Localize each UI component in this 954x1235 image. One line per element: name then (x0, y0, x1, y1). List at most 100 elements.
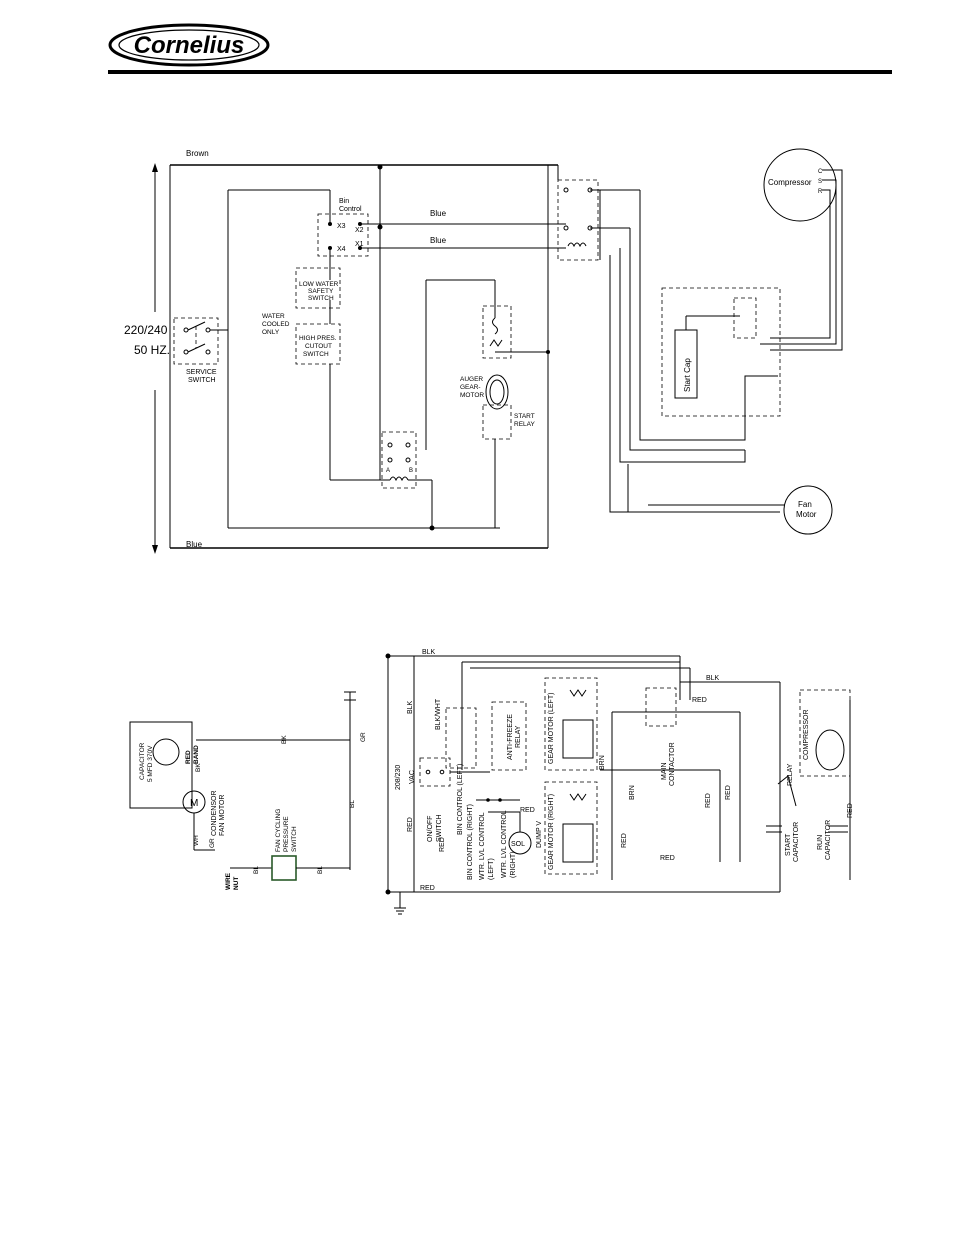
red-label-5: RED (705, 793, 712, 808)
on-off-switch-box (419, 757, 451, 787)
fan-motor-label: Fan Motor (796, 500, 817, 519)
wire-nut-label-2: NUT (233, 877, 240, 890)
gr-label: GR (360, 732, 367, 742)
start-relay-label: START RELAY (514, 413, 536, 428)
wtr-left-label: WTR. LVL CONTROL (479, 812, 486, 880)
wtr-right-label: WTR. LVL CONTROL (501, 810, 508, 878)
red-left-label: RED (407, 817, 414, 832)
high-pres-label: HIGH PRES. CUTOUT SWITCH (299, 335, 338, 358)
contactor-a: A (386, 468, 390, 474)
cond-fan-label: CONDENSOR (211, 790, 218, 836)
gear-left-label: GEAR MOTOR (LEFT) (548, 693, 555, 764)
compressor-label-2: COMPRESSOR (803, 709, 810, 760)
blk-label: BLK (422, 649, 436, 656)
wire-blue-top-label: Blue (430, 209, 447, 218)
gr-label-2: GR (209, 838, 216, 848)
high-pres-switch-box (295, 323, 341, 365)
bl-label: BL (349, 800, 356, 808)
low-water-label: LOW WATER SAFETY SWITCH (299, 281, 340, 302)
fan-cycling-label-3: SWITCH (291, 826, 298, 852)
capacitor-box (129, 721, 193, 809)
contactor-b: B (409, 468, 413, 474)
red-label-sol: RED (520, 807, 535, 814)
relay-symbol (777, 775, 797, 807)
wire-brown-label: Brown (186, 149, 209, 158)
service-switch-label: SERVICE SWITCH (186, 369, 219, 384)
main-contactor-label-2: CONTACTOR (669, 742, 676, 786)
red-label-3: RED (621, 833, 628, 848)
comp-terminal-c: C (818, 169, 823, 175)
on-off-label: ON/OFF (427, 816, 434, 842)
svg-text:Cornelius: Cornelius (134, 32, 245, 59)
red-band-label-2: BAND (193, 745, 200, 764)
fan-motor-symbol (783, 485, 833, 535)
red-label-4: RED (660, 855, 675, 862)
terminal-x3: X3 (337, 223, 346, 230)
blk-wht-label: BLK/WHT (435, 698, 442, 730)
terminal-x2: X2 (355, 227, 364, 234)
run-cap-label-2: CAPACITOR (825, 820, 832, 860)
start-cap-label-3: CAPACITOR (793, 822, 800, 862)
comp-terminal-r: R (818, 189, 823, 195)
bl-label-3: BL (317, 866, 324, 874)
bin-left-label: BIN CONTROL (LEFT) (457, 764, 464, 835)
red-label-7: RED (847, 803, 854, 818)
wire-blue-bottom-label: Blue (186, 540, 203, 549)
red-bottom-label: RED (420, 885, 435, 892)
comp-terminal-s: S (818, 179, 822, 185)
water-cooled-label: WATER COOLED ONLY (262, 313, 291, 336)
supply-freq-label: 50 HZ. (134, 343, 170, 357)
voltage-label-vac: VAC (409, 770, 416, 784)
bin-control-box (317, 213, 369, 257)
voltage-label: 208/230 (395, 765, 402, 790)
supply-voltage-label: 220/240 (124, 323, 168, 337)
red-label-2: RED (439, 837, 446, 852)
wire-blue-mid-label: Blue (430, 236, 447, 245)
compressor-label: Compressor (768, 178, 812, 187)
capacitor-rating: 5 MFD 370V (147, 745, 154, 782)
anti-freeze-label-2: RELAY (515, 725, 522, 748)
start-relay-box (482, 404, 512, 440)
relay-label: RELAY (787, 763, 794, 786)
start-cap-label: Start Cap (683, 358, 692, 392)
on-off-label-2: SWITCH (436, 814, 443, 842)
sol-label: SOL (511, 841, 525, 848)
red-label-6: RED (725, 785, 732, 800)
blk-vert-label: BLK (407, 700, 414, 714)
wh-label: WH (193, 835, 200, 846)
dump-valve-label: DUMP V (536, 821, 543, 848)
cond-fan-label-2: FAN MOTOR (219, 795, 226, 836)
gear-motor-right-box (544, 781, 598, 875)
cornelius-logo: Cornelius (108, 23, 270, 67)
low-water-switch-box (295, 267, 341, 309)
service-switch-box (173, 317, 219, 365)
capacitor-label: CAPACITOR (139, 742, 146, 780)
blk-right-label: BLK (706, 675, 720, 682)
gear-motor-left-box (544, 677, 598, 771)
auger-motor-symbol (485, 374, 509, 410)
main-contactor-box-2 (645, 687, 677, 727)
bk-label-2: BK (195, 763, 202, 772)
bin-control-left-box (445, 707, 477, 769)
brn-label: BRN (599, 755, 606, 770)
red-contactor-label: RED (692, 697, 707, 704)
motor-m-glyph: M (190, 798, 198, 809)
brn-label-2: BRN (629, 785, 636, 800)
wtr-left-label-2: (LEFT) (488, 858, 495, 880)
potential-relay-box (733, 297, 757, 339)
bl-label-2: BL (253, 866, 260, 874)
contactor-coil-box (381, 431, 417, 489)
fan-cycling-label-2: PRESSURE (283, 816, 290, 852)
fan-cycling-switch-symbol (271, 855, 297, 881)
wtr-right-label-2: (RIGHT) (510, 852, 517, 878)
red-band-label: RED (185, 750, 192, 764)
bk-label: BK (281, 735, 288, 744)
auger-motor-label: AUGER GEAR- MOTOR (460, 376, 485, 399)
anti-freeze-relay-box (491, 701, 527, 771)
anti-freeze-label: ANTI-FREEZE (507, 714, 514, 760)
run-cap-label: RUN (817, 835, 824, 850)
main-contactor-label: MAIN (661, 763, 668, 781)
